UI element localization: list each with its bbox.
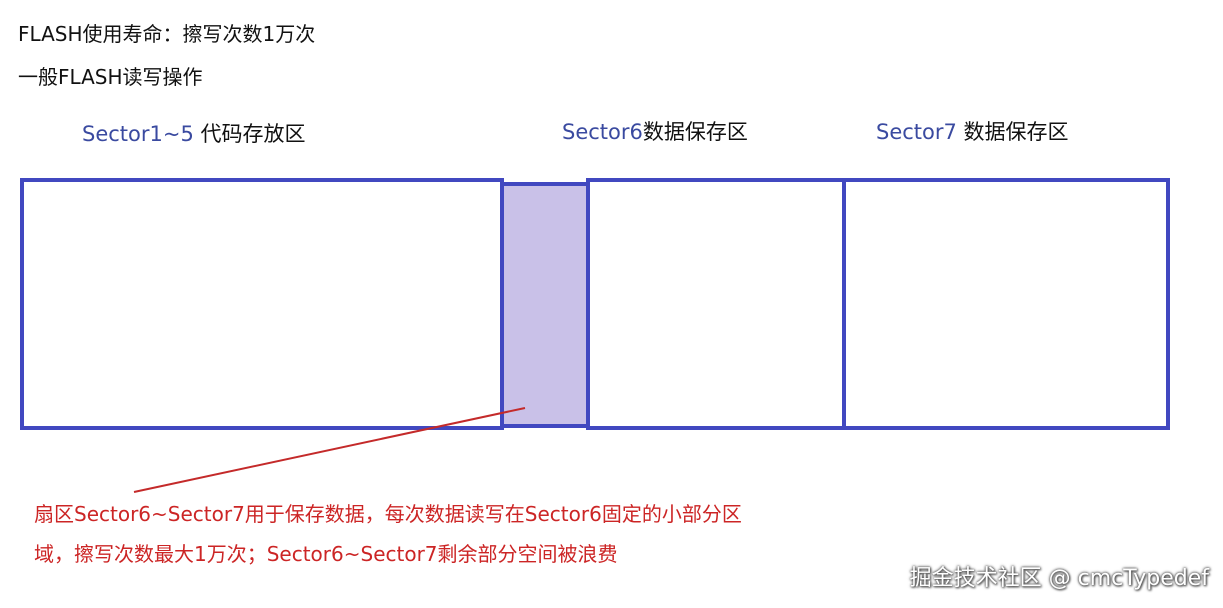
label-sector7: Sector7 数据保存区 (876, 116, 1069, 146)
sector1-5-code-block (20, 178, 504, 430)
sector7-data-block (842, 178, 1170, 430)
sector6-used-region (500, 182, 590, 428)
label-sector7-name: Sector7 (876, 120, 957, 144)
label-sector7-desc: 数据保存区 (956, 120, 1069, 144)
watermark: 掘金技术社区 @ cmcTypedef (909, 566, 1209, 591)
title-general-rw: 一般FLASH读写操作 (18, 65, 203, 89)
note-line-1: 扇区Sector6~Sector7用于保存数据，每次数据读写在Sector6固定… (34, 502, 742, 526)
label-sector1-5-name: Sector1~5 (82, 122, 194, 146)
sector6-data-block (586, 178, 848, 430)
title-flash-lifetime: FLASH使用寿命：擦写次数1万次 (18, 22, 316, 46)
label-sector6: Sector6数据保存区 (562, 116, 748, 146)
label-sector6-name: Sector6 (562, 120, 643, 144)
label-sector1-5-desc: 代码存放区 (193, 122, 306, 146)
note-line-2: 域，擦写次数最大1万次；Sector6~Sector7剩余部分空间被浪费 (34, 542, 618, 566)
label-sector1-5: Sector1~5 代码存放区 (82, 118, 306, 148)
label-sector6-desc: 数据保存区 (642, 120, 748, 144)
